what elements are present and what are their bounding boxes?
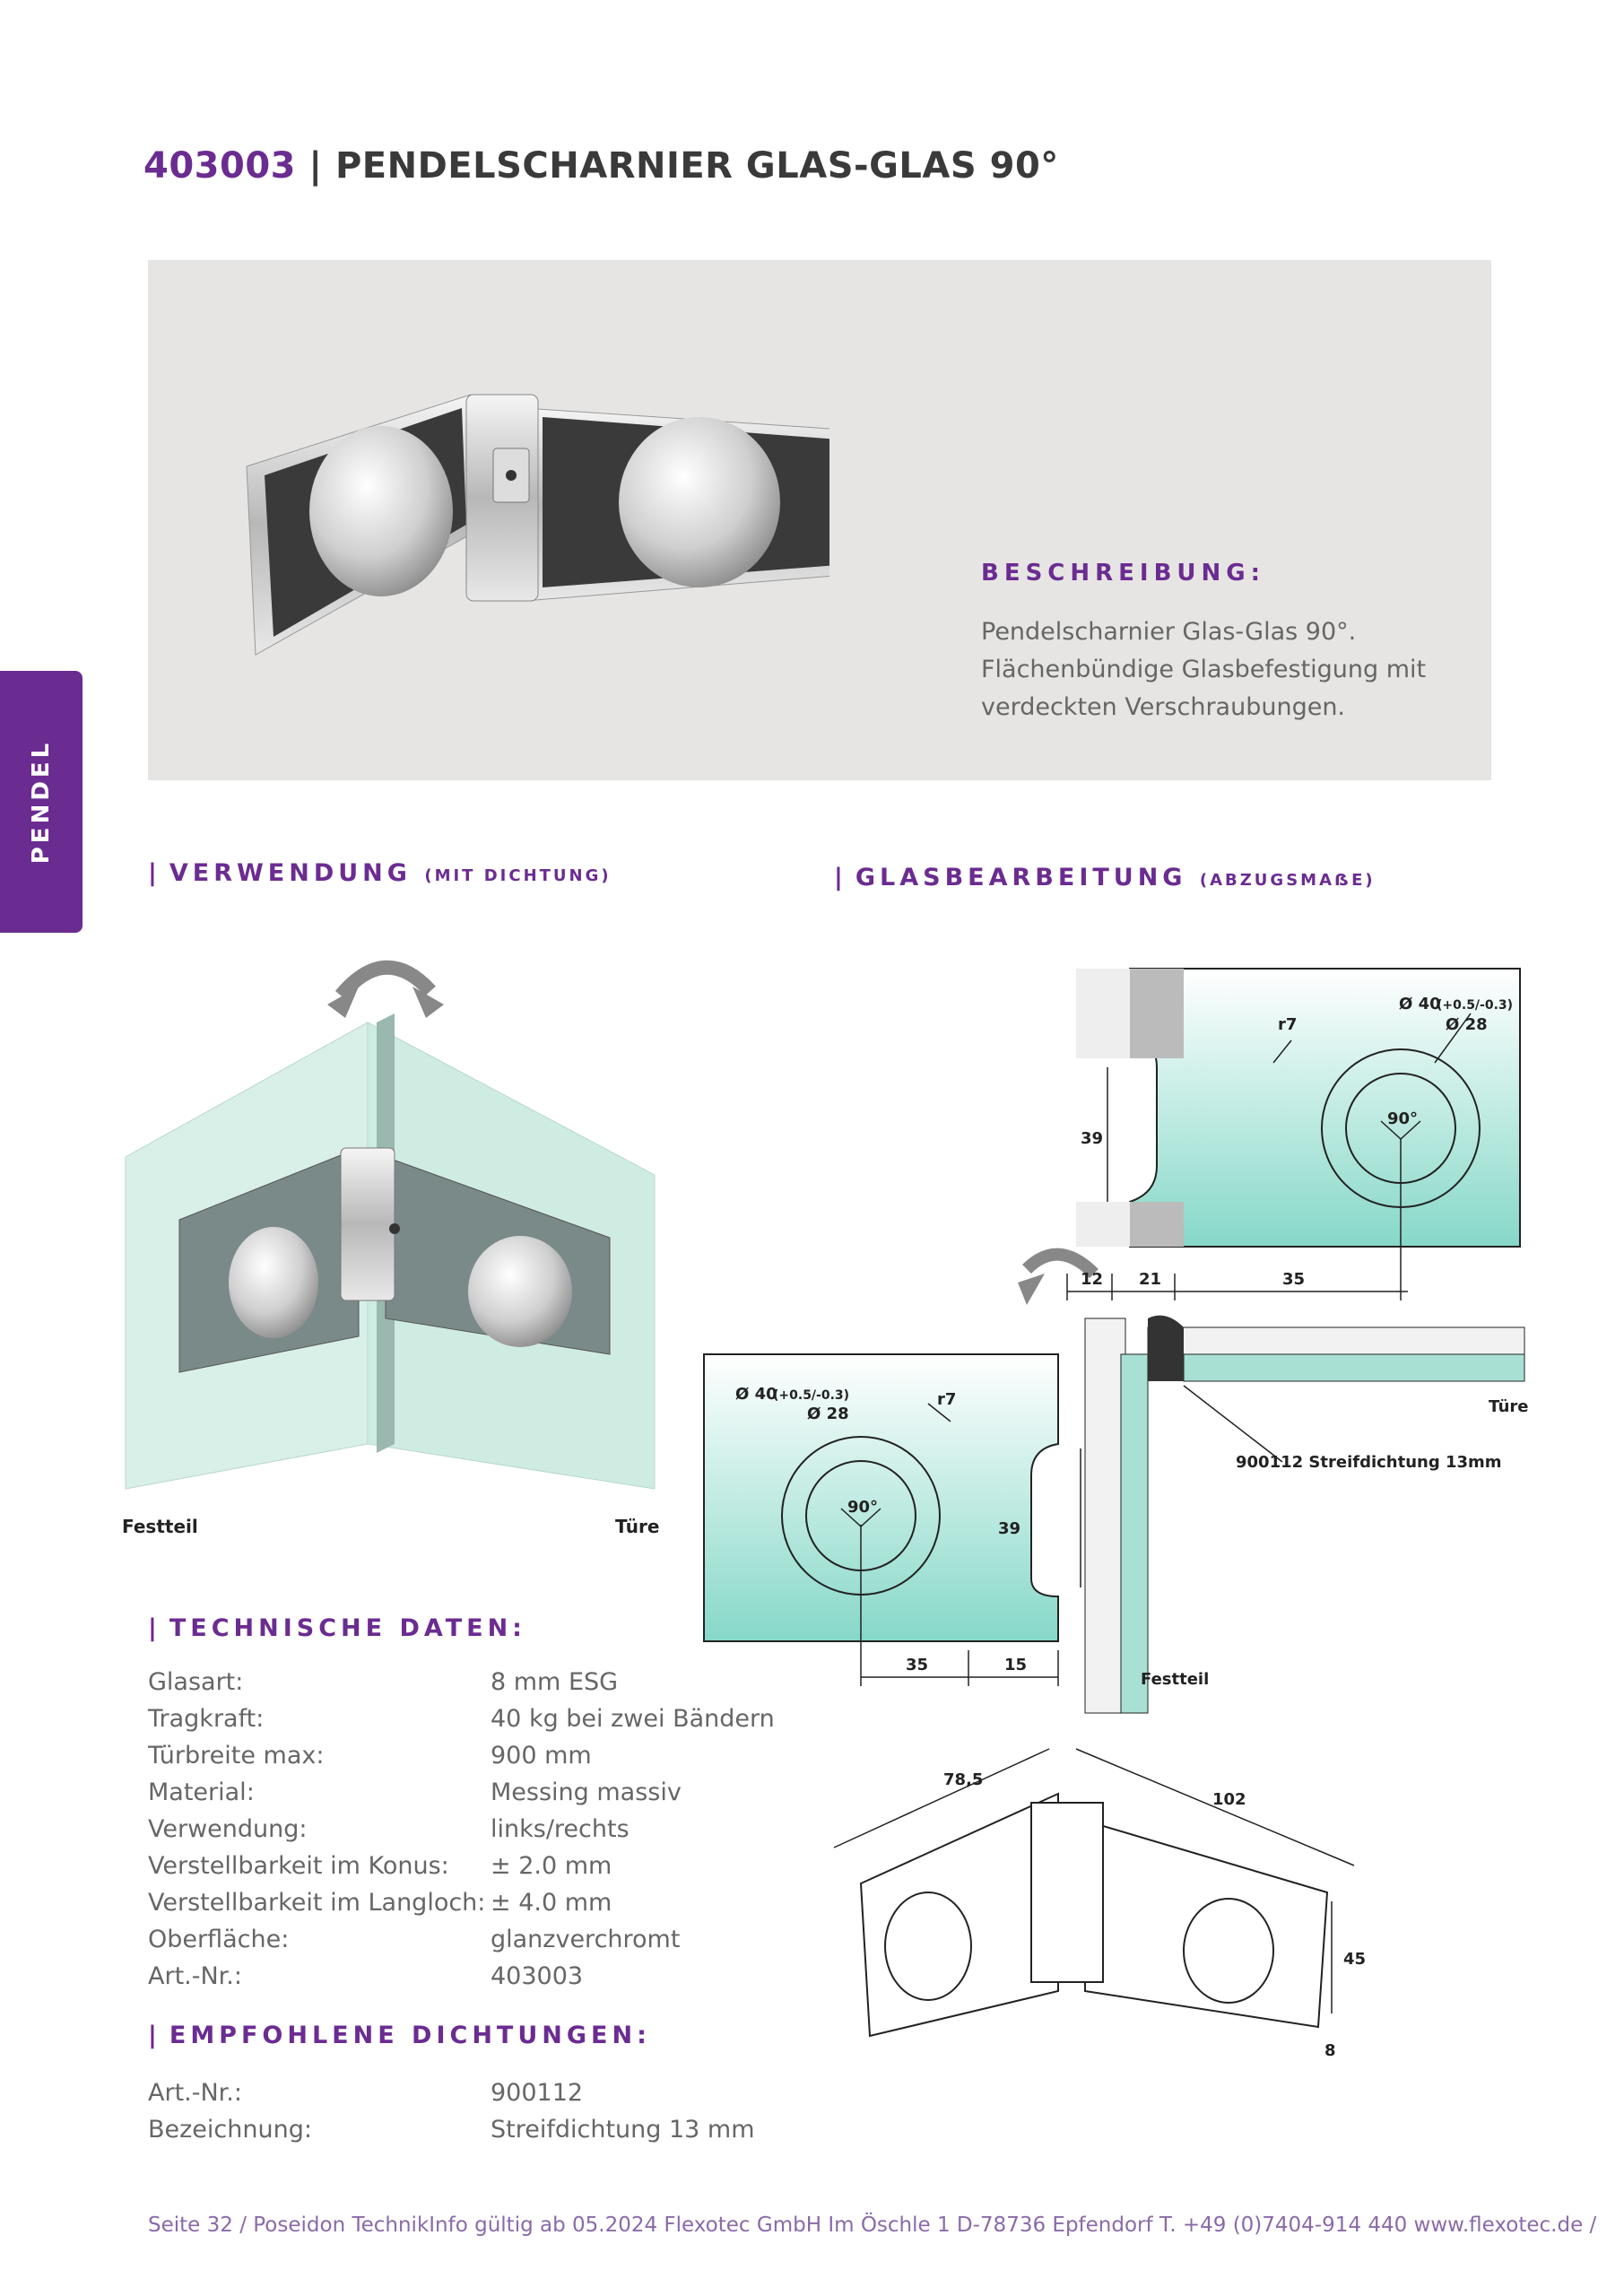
top-dia-outer: Ø 40 [1399, 995, 1441, 1013]
hinge-width-2: 102 [1212, 1790, 1246, 1809]
seals-heading-text: EMPFOHLENE DICHTUNGEN: [169, 2022, 651, 2049]
spec-value: 900112 [491, 2079, 584, 2107]
left-cutout-drawing [703, 1353, 1081, 1686]
top-dim-1: 12 [1081, 1270, 1103, 1289]
spec-key: Oberfläche: [148, 1926, 290, 1953]
title-separator: | [296, 145, 335, 187]
rotate-arrow-icon [334, 960, 436, 1001]
left-dim-2: 15 [1004, 1656, 1027, 1674]
usage-label-fixed: Festteil [122, 1516, 198, 1537]
rotate-arrow-icon [1022, 1248, 1099, 1279]
spec-value: ± 2.0 mm [491, 1852, 612, 1880]
usage-heading: |VERWENDUNG (MIT DICHTUNG) [148, 859, 612, 887]
spec-row: Tragkraft: 40 kg bei zwei Bändern [148, 1705, 865, 1741]
glass-processing-heading-sub: (ABZUGSMAẞE) [1199, 871, 1376, 890]
spec-value: glanzverchromt [491, 1926, 681, 1953]
left-tolerance: (+0.5/-0.3) [773, 1388, 849, 1403]
spec-row: Art.-Nr.: 900112 [148, 2079, 865, 2115]
usage-label-door: Türe [615, 1516, 660, 1537]
spec-key: Bezeichnung: [148, 2116, 312, 2144]
spec-key: Art.-Nr.: [148, 1962, 242, 1990]
spec-value: 403003 [491, 1962, 584, 1990]
description-heading: BESCHREIBUNG: [981, 560, 1266, 587]
side-tab-label: PENDEL [28, 739, 55, 865]
spec-row: Verwendung: links/rechts [148, 1815, 865, 1851]
spec-row: Verstellbarkeit im Langloch:± 4.0 mm [148, 1889, 865, 1925]
title-text: PENDELSCHARNIER GLAS-GLAS 90° [334, 145, 1059, 187]
hinge-height: 45 [1343, 1950, 1366, 1969]
spec-row: Material: Messing massiv [148, 1779, 865, 1814]
seal-label: 900112 Streifdichtung 13mm [1236, 1453, 1502, 1472]
usage-illustration [125, 960, 656, 1490]
spec-row: Bezeichnung: Streifdichtung 13 mm [148, 2116, 865, 2152]
spec-row: Verstellbarkeit im Konus: ± 2.0 mm [148, 1852, 865, 1888]
top-dim-3: 35 [1282, 1270, 1305, 1289]
description-line: Flächenbündige Glasbefestigung mit [981, 656, 1427, 683]
top-angle: 90° [1387, 1109, 1418, 1128]
spec-key: Art.-Nr.: [148, 2079, 242, 2107]
spec-value: 900 mm [491, 1742, 592, 1770]
spec-key: Tragkraft: [148, 1705, 265, 1733]
spec-row: Oberfläche: glanzverchromt [148, 1926, 865, 1961]
cross-section-drawing [1084, 1315, 1525, 1714]
spec-key: Verwendung: [148, 1815, 308, 1843]
article-number: 403003 [143, 145, 296, 187]
spec-key: Verstellbarkeit im Langloch: [148, 1889, 486, 1917]
spec-key: Glasart: [148, 1668, 244, 1696]
top-height: 39 [1081, 1129, 1103, 1148]
spec-row: Art.-Nr.: 403003 [148, 1962, 865, 1998]
technical-heading: |TECHNISCHE DATEN: [148, 1614, 526, 1642]
left-dia-inner: Ø 28 [807, 1405, 849, 1423]
glass-processing-heading: |GLASBEARBEITUNG (ABZUGSMAẞE) [834, 864, 1376, 891]
top-dia-inner: Ø 28 [1446, 1015, 1488, 1034]
hinge-width-1: 78,5 [943, 1770, 983, 1789]
glass-processing-heading-text: GLASBEARBEITUNG [855, 864, 1187, 891]
description-text: Pendelscharnier Glas-Glas 90°. Flächenbü… [981, 613, 1447, 726]
spec-value: links/rechts [491, 1815, 630, 1843]
page-footer: Seite 32 / Poseidon TechnikInfo gültig a… [148, 2213, 1597, 2237]
spec-key: Verstellbarkeit im Konus: [148, 1852, 449, 1880]
left-radius: r7 [937, 1390, 956, 1409]
product-photo [246, 394, 829, 656]
glass-processing-drawing: Ø 40 (+0.5/-0.3) Ø 28 r7 90° 39 12 21 35… [703, 968, 1528, 2060]
spec-row: Glasart: 8 mm ESG [148, 1668, 865, 1704]
description-line: Pendelscharnier Glas-Glas 90°. [981, 618, 1357, 646]
usage-heading-sub: (MIT DICHTUNG) [424, 866, 612, 885]
left-angle: 90° [847, 1498, 878, 1517]
hinge-thickness: 8 [1324, 2041, 1336, 2060]
spec-value: Streifdichtung 13 mm [491, 2116, 755, 2144]
side-tab[interactable]: PENDEL [0, 671, 83, 933]
description-line: verdeckten Verschraubungen. [981, 693, 1346, 721]
spec-value: ± 4.0 mm [491, 1889, 612, 1917]
cross-section-door: Türe [1489, 1397, 1528, 1416]
spec-value: 40 kg bei zwei Bändern [491, 1705, 775, 1733]
usage-heading-text: VERWENDUNG [169, 859, 412, 887]
top-cutout-drawing [1066, 968, 1521, 1300]
top-radius: r7 [1278, 1015, 1297, 1034]
page-title: 403003 | PENDELSCHARNIER GLAS-GLAS 90° [143, 145, 1059, 187]
spec-value: 8 mm ESG [491, 1668, 619, 1696]
spec-value: Messing massiv [491, 1779, 682, 1806]
top-tolerance: (+0.5/-0.3) [1437, 998, 1513, 1013]
technical-heading-text: TECHNISCHE DATEN: [169, 1614, 526, 1642]
left-height: 39 [998, 1519, 1020, 1538]
left-dia-outer: Ø 40 [735, 1385, 777, 1404]
top-dim-2: 21 [1139, 1270, 1161, 1289]
spec-row: Türbreite max: 900 mm [148, 1742, 865, 1778]
cross-section-fixed: Festteil [1141, 1670, 1209, 1689]
hinge-dimension-drawing [833, 1748, 1355, 2038]
spec-key: Türbreite max: [148, 1742, 325, 1770]
left-dim-1: 35 [906, 1656, 928, 1674]
spec-key: Material: [148, 1779, 255, 1806]
seals-heading: |EMPFOHLENE DICHTUNGEN: [148, 2022, 651, 2049]
product-hero [148, 260, 1491, 780]
